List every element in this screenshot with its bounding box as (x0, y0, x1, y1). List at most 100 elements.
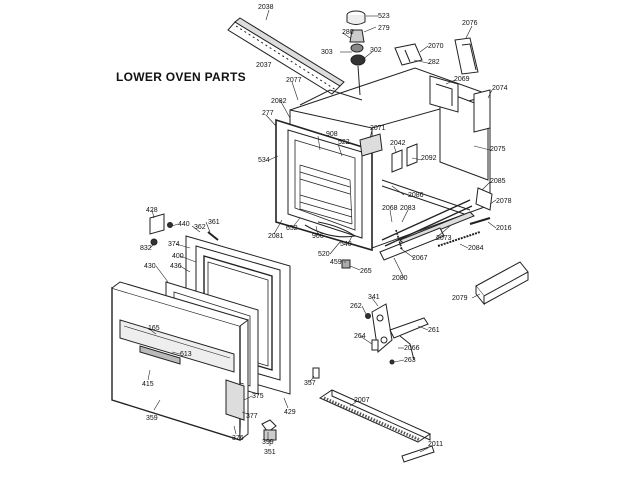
label-2076: 2076 (462, 20, 478, 27)
label-262: 262 (350, 303, 362, 310)
part-440-screw (167, 222, 173, 228)
label-2082: 2082 (271, 98, 287, 105)
part-263-screw (389, 359, 395, 365)
part-2037-rail (227, 17, 345, 95)
part-2067-spring (395, 229, 403, 251)
label-652: 652 (286, 225, 298, 232)
part-2070-bracket (394, 43, 423, 66)
part-2079-bar (475, 261, 529, 306)
part-2076-insulation (454, 37, 479, 75)
label-2038: 2038 (258, 4, 274, 11)
label-2073: 2073 (436, 235, 452, 242)
label-540: 540 (340, 241, 352, 248)
label-2016: 2016 (496, 225, 512, 232)
label-375: 375 (252, 393, 264, 400)
label-282: 282 (428, 59, 440, 66)
part-359-door-front (111, 281, 250, 441)
label-2071: 2071 (370, 125, 386, 132)
label-613: 613 (180, 351, 192, 358)
part-2016-spring (469, 217, 491, 225)
label-520: 520 (318, 251, 330, 258)
label-534: 534 (258, 157, 270, 164)
label-261: 261 (428, 327, 440, 334)
label-459: 459 (330, 259, 342, 266)
label-522: 522 (338, 139, 350, 146)
label-2007: 2007 (354, 397, 370, 404)
label-832: 832 (140, 245, 152, 252)
label-2074: 2074 (492, 85, 508, 92)
part-261-arm (389, 317, 429, 361)
label-906: 906 (312, 233, 324, 240)
label-303: 303 (321, 49, 333, 56)
label-436: 436 (170, 263, 182, 270)
part-2078-latch (475, 187, 493, 211)
label-376: 376 (232, 435, 244, 442)
label-2037: 2037 (256, 62, 272, 69)
label-2078: 2078 (496, 198, 512, 205)
label-374: 374 (168, 241, 180, 248)
label-264: 264 (354, 333, 366, 340)
label-2011: 2011 (428, 441, 443, 448)
label-362: 362 (194, 224, 206, 231)
label-2067: 2067 (412, 255, 428, 262)
part-2074-panel (473, 89, 491, 133)
part-2069-duct (429, 75, 459, 113)
label-2069: 2069 (454, 76, 470, 83)
label-2092: 2092 (421, 155, 437, 162)
label-2081: 2081 (268, 233, 284, 240)
leader-lines (147, 9, 497, 453)
part-2071-bracket (359, 133, 383, 157)
part-2011-strip (401, 445, 435, 463)
label-2066: 2066 (404, 345, 420, 352)
label-302: 302 (370, 47, 382, 54)
part-280-sensor (349, 29, 366, 96)
label-377: 377 (246, 413, 258, 420)
label-357: 357 (304, 380, 316, 387)
label-2077: 2077 (286, 77, 302, 84)
label-351: 351 (264, 449, 276, 456)
part-2080-rail (379, 227, 445, 261)
part-399-cap (261, 419, 277, 433)
part-264-pin (371, 339, 379, 351)
label-359: 359 (146, 415, 158, 422)
part-labels: 2038 523 280 279 2076 303 302 2070 282 2… (140, 4, 512, 456)
label-430: 430 (144, 263, 156, 270)
part-361-pin (207, 231, 219, 241)
part-265-clip (341, 259, 351, 269)
label-2070: 2070 (428, 43, 444, 50)
part-375-gasket (225, 379, 245, 421)
label-440: 440 (178, 221, 190, 228)
label-277: 277 (262, 110, 274, 117)
label-2084: 2084 (468, 245, 484, 252)
part-351-foot (263, 429, 277, 441)
label-2080: 2080 (392, 275, 408, 282)
part-428-bracket (149, 213, 165, 235)
label-341: 341 (368, 294, 380, 301)
label-399: 399 (262, 439, 274, 446)
part-262-screw (365, 313, 371, 319)
label-361: 361 (208, 219, 220, 226)
label-523: 523 (378, 13, 390, 20)
label-400: 400 (172, 253, 184, 260)
part-357-screw (312, 367, 320, 379)
label-2042: 2042 (390, 140, 406, 147)
label-2075: 2075 (490, 146, 506, 153)
label-165: 165 (148, 325, 160, 332)
oven-body (275, 67, 491, 252)
label-2079: 2079 (452, 295, 468, 302)
label-265: 265 (360, 268, 372, 275)
diagram-title: LOWER OVEN PARTS (116, 70, 246, 84)
label-2086: 2086 (408, 192, 424, 199)
part-832-clip (150, 238, 158, 246)
label-429: 429 (284, 409, 296, 416)
part-2007-vent-grille (318, 389, 432, 443)
label-415: 415 (142, 381, 154, 388)
part-523-knob (346, 10, 366, 25)
label-2083: 2083 (400, 205, 416, 212)
part-2042-switch (391, 143, 418, 173)
label-263: 263 (404, 357, 416, 364)
label-908: 908 (326, 131, 338, 138)
label-279: 279 (378, 25, 390, 32)
